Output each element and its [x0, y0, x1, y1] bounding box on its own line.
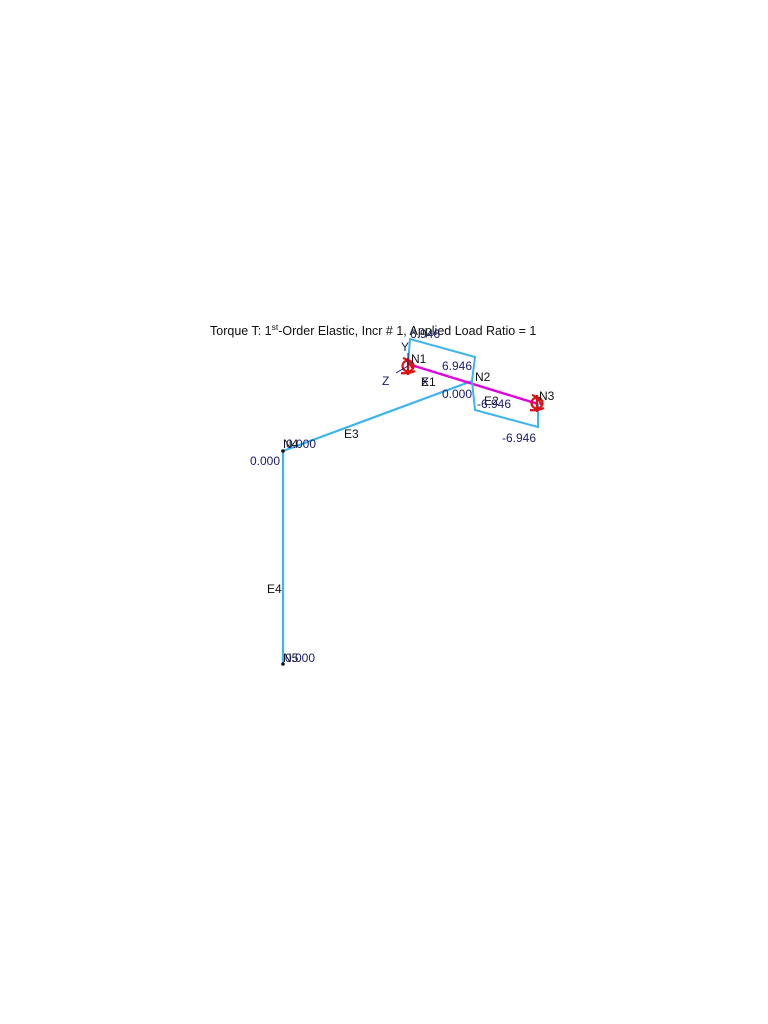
element-label-e1: E1 [421, 375, 436, 389]
node-n5-dot [281, 662, 285, 666]
element-label-e3: E3 [344, 427, 359, 441]
title-suffix: -Order Elastic, Incr # 1, Applied Load R… [278, 324, 536, 338]
value-label-n5: 0.000 [285, 651, 315, 665]
axis-triad [395, 353, 409, 374]
torque-outline-e1 [407, 337, 477, 382]
node-n4-dot [281, 449, 285, 453]
node-label-n3: N3 [539, 389, 555, 403]
element-label-e2: E2 [484, 394, 499, 408]
diagram-title: Torque T: 1st-Order Elastic, Incr # 1, A… [210, 322, 536, 338]
value-label-top-n1: 6.946 [410, 327, 440, 341]
axis-x-label: X [421, 375, 429, 389]
node-label-n5: N5 [283, 651, 299, 665]
member-e3 [282, 379, 473, 453]
value-label-n2-e3: 0.000 [442, 387, 472, 401]
value-label-n4-right: 0.000 [286, 437, 316, 451]
value-label-n4-left: 0.000 [250, 454, 280, 468]
support-n3 [529, 393, 545, 412]
nodes [281, 449, 285, 666]
node-label-n1: N1 [411, 352, 427, 366]
value-label-e2-mid: -6.946 [477, 397, 511, 411]
torque-outline-e2 [471, 380, 539, 429]
value-label-e2-bottom: -6.946 [502, 431, 536, 445]
value-label-e1: 6.946 [442, 359, 472, 373]
title-superscript: st [272, 322, 279, 332]
element-label-e4: E4 [267, 582, 282, 596]
node-label-n2: N2 [475, 370, 491, 384]
torque-outline [407, 337, 539, 429]
axis-z-label: Z [382, 374, 389, 388]
node-label-n4: N4 [283, 437, 299, 451]
axis-y-label: Y [401, 340, 409, 354]
title-prefix: Torque T: 1 [210, 324, 272, 338]
